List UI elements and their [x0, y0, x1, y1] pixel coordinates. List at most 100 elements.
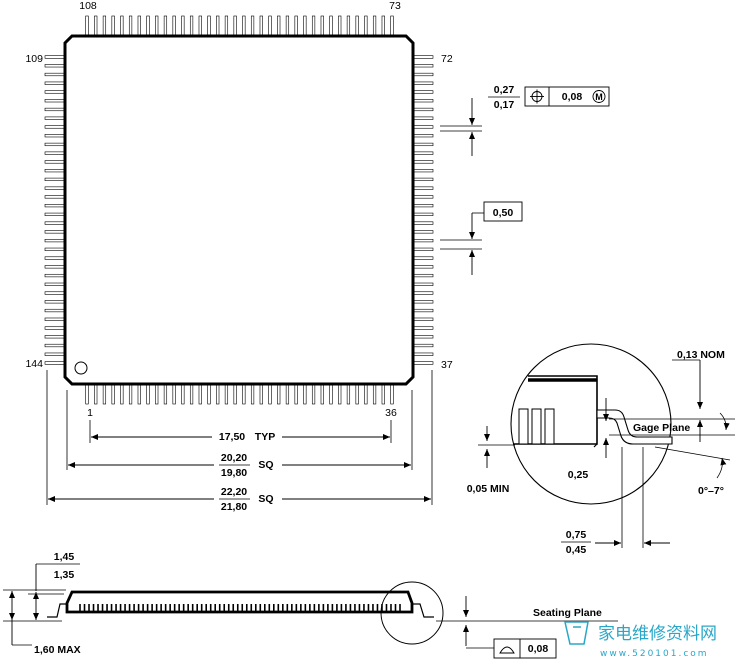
right-pin-row [412, 55, 434, 365]
lead [85, 383, 89, 405]
lead [372, 383, 377, 405]
top-pin-row [85, 15, 394, 37]
lead [329, 383, 333, 405]
lead [412, 160, 434, 164]
lead [294, 15, 298, 37]
svg-text:家电维修资料网: 家电维修资料网 [598, 624, 717, 644]
lead [412, 169, 434, 173]
lead [155, 383, 159, 405]
pin-label-109: 109 [25, 53, 43, 65]
lead [311, 383, 316, 405]
lead [412, 300, 434, 304]
lead [355, 15, 359, 37]
lead [224, 15, 229, 37]
lead [412, 282, 434, 286]
lead [44, 204, 66, 208]
lead [412, 134, 434, 138]
lead [412, 273, 434, 278]
typ-dimension-suffix: TYP [255, 431, 275, 443]
lead [128, 15, 133, 37]
pitch-value: 0,50 [493, 207, 514, 219]
lead [44, 326, 66, 330]
coplanarity-frame: 0,08 [493, 638, 557, 659]
lead [44, 343, 66, 348]
lead [44, 169, 66, 173]
lead [44, 273, 66, 278]
lead [189, 15, 194, 37]
lead [120, 383, 124, 405]
lead [44, 195, 66, 199]
lead [259, 383, 263, 405]
lead [412, 177, 434, 182]
lead [311, 15, 316, 37]
lead [44, 90, 66, 94]
overall-dimension-max: 22,20 [221, 486, 247, 498]
lead [412, 212, 434, 216]
overall-dimension-min: 21,80 [221, 501, 247, 513]
lead [381, 383, 385, 405]
lead [111, 383, 115, 405]
lead [94, 15, 98, 37]
svg-text:M: M [595, 92, 603, 102]
pitch-box [483, 201, 523, 222]
left-pin-row [44, 55, 66, 365]
lead-width-extension-lines [440, 125, 482, 132]
body-dimension-suffix: SQ [258, 459, 273, 471]
side-view [47, 581, 444, 645]
lead [233, 15, 237, 37]
foot-length-min: 0,45 [566, 544, 587, 556]
pin-label-144: 144 [25, 358, 43, 370]
lead [146, 383, 150, 405]
lead [412, 195, 434, 199]
lead [412, 326, 434, 330]
lead [412, 142, 434, 147]
foot-length-max: 0,75 [566, 529, 587, 541]
pin-label-36: 36 [385, 407, 397, 419]
lead [277, 15, 281, 37]
lead [44, 265, 66, 269]
lead [412, 107, 434, 112]
lead [412, 335, 434, 339]
lead [146, 15, 150, 37]
lead [44, 221, 66, 225]
bottom-pin-row [85, 383, 394, 405]
pin-label-1: 1 [87, 407, 93, 419]
lead [320, 383, 324, 405]
angle-dimension: 0°–7° [698, 485, 724, 497]
lead [412, 55, 434, 59]
lead [44, 282, 66, 286]
nom-dimension: 0,13 NOM [677, 349, 725, 361]
lead [44, 72, 66, 77]
lead [412, 265, 434, 269]
lead-width-max: 0,27 [494, 84, 515, 96]
pitch-extension-lines [440, 239, 482, 250]
lead [364, 15, 368, 37]
lead [224, 383, 229, 405]
lead [85, 15, 89, 37]
lead [412, 72, 434, 77]
lead [44, 151, 66, 155]
lead [412, 116, 434, 120]
lead [137, 383, 141, 405]
extension-lines [46, 370, 433, 505]
pin1-marker [74, 361, 88, 375]
lead [250, 15, 255, 37]
lead [338, 15, 342, 37]
lead [303, 15, 307, 37]
gauge-dimension: 0,25 [568, 469, 589, 481]
lead [233, 383, 237, 405]
lead [242, 15, 246, 37]
lead [44, 230, 66, 234]
pin-label-72: 72 [441, 53, 453, 65]
pin-label-37: 37 [441, 359, 453, 371]
lead [44, 247, 66, 251]
lead [44, 352, 66, 356]
lead [277, 383, 281, 405]
lead [320, 15, 324, 37]
lead [44, 134, 66, 138]
lead [412, 230, 434, 234]
lead [207, 383, 211, 405]
lead [412, 125, 434, 129]
svg-text:www.520101.com: www.520101.com [600, 649, 709, 659]
